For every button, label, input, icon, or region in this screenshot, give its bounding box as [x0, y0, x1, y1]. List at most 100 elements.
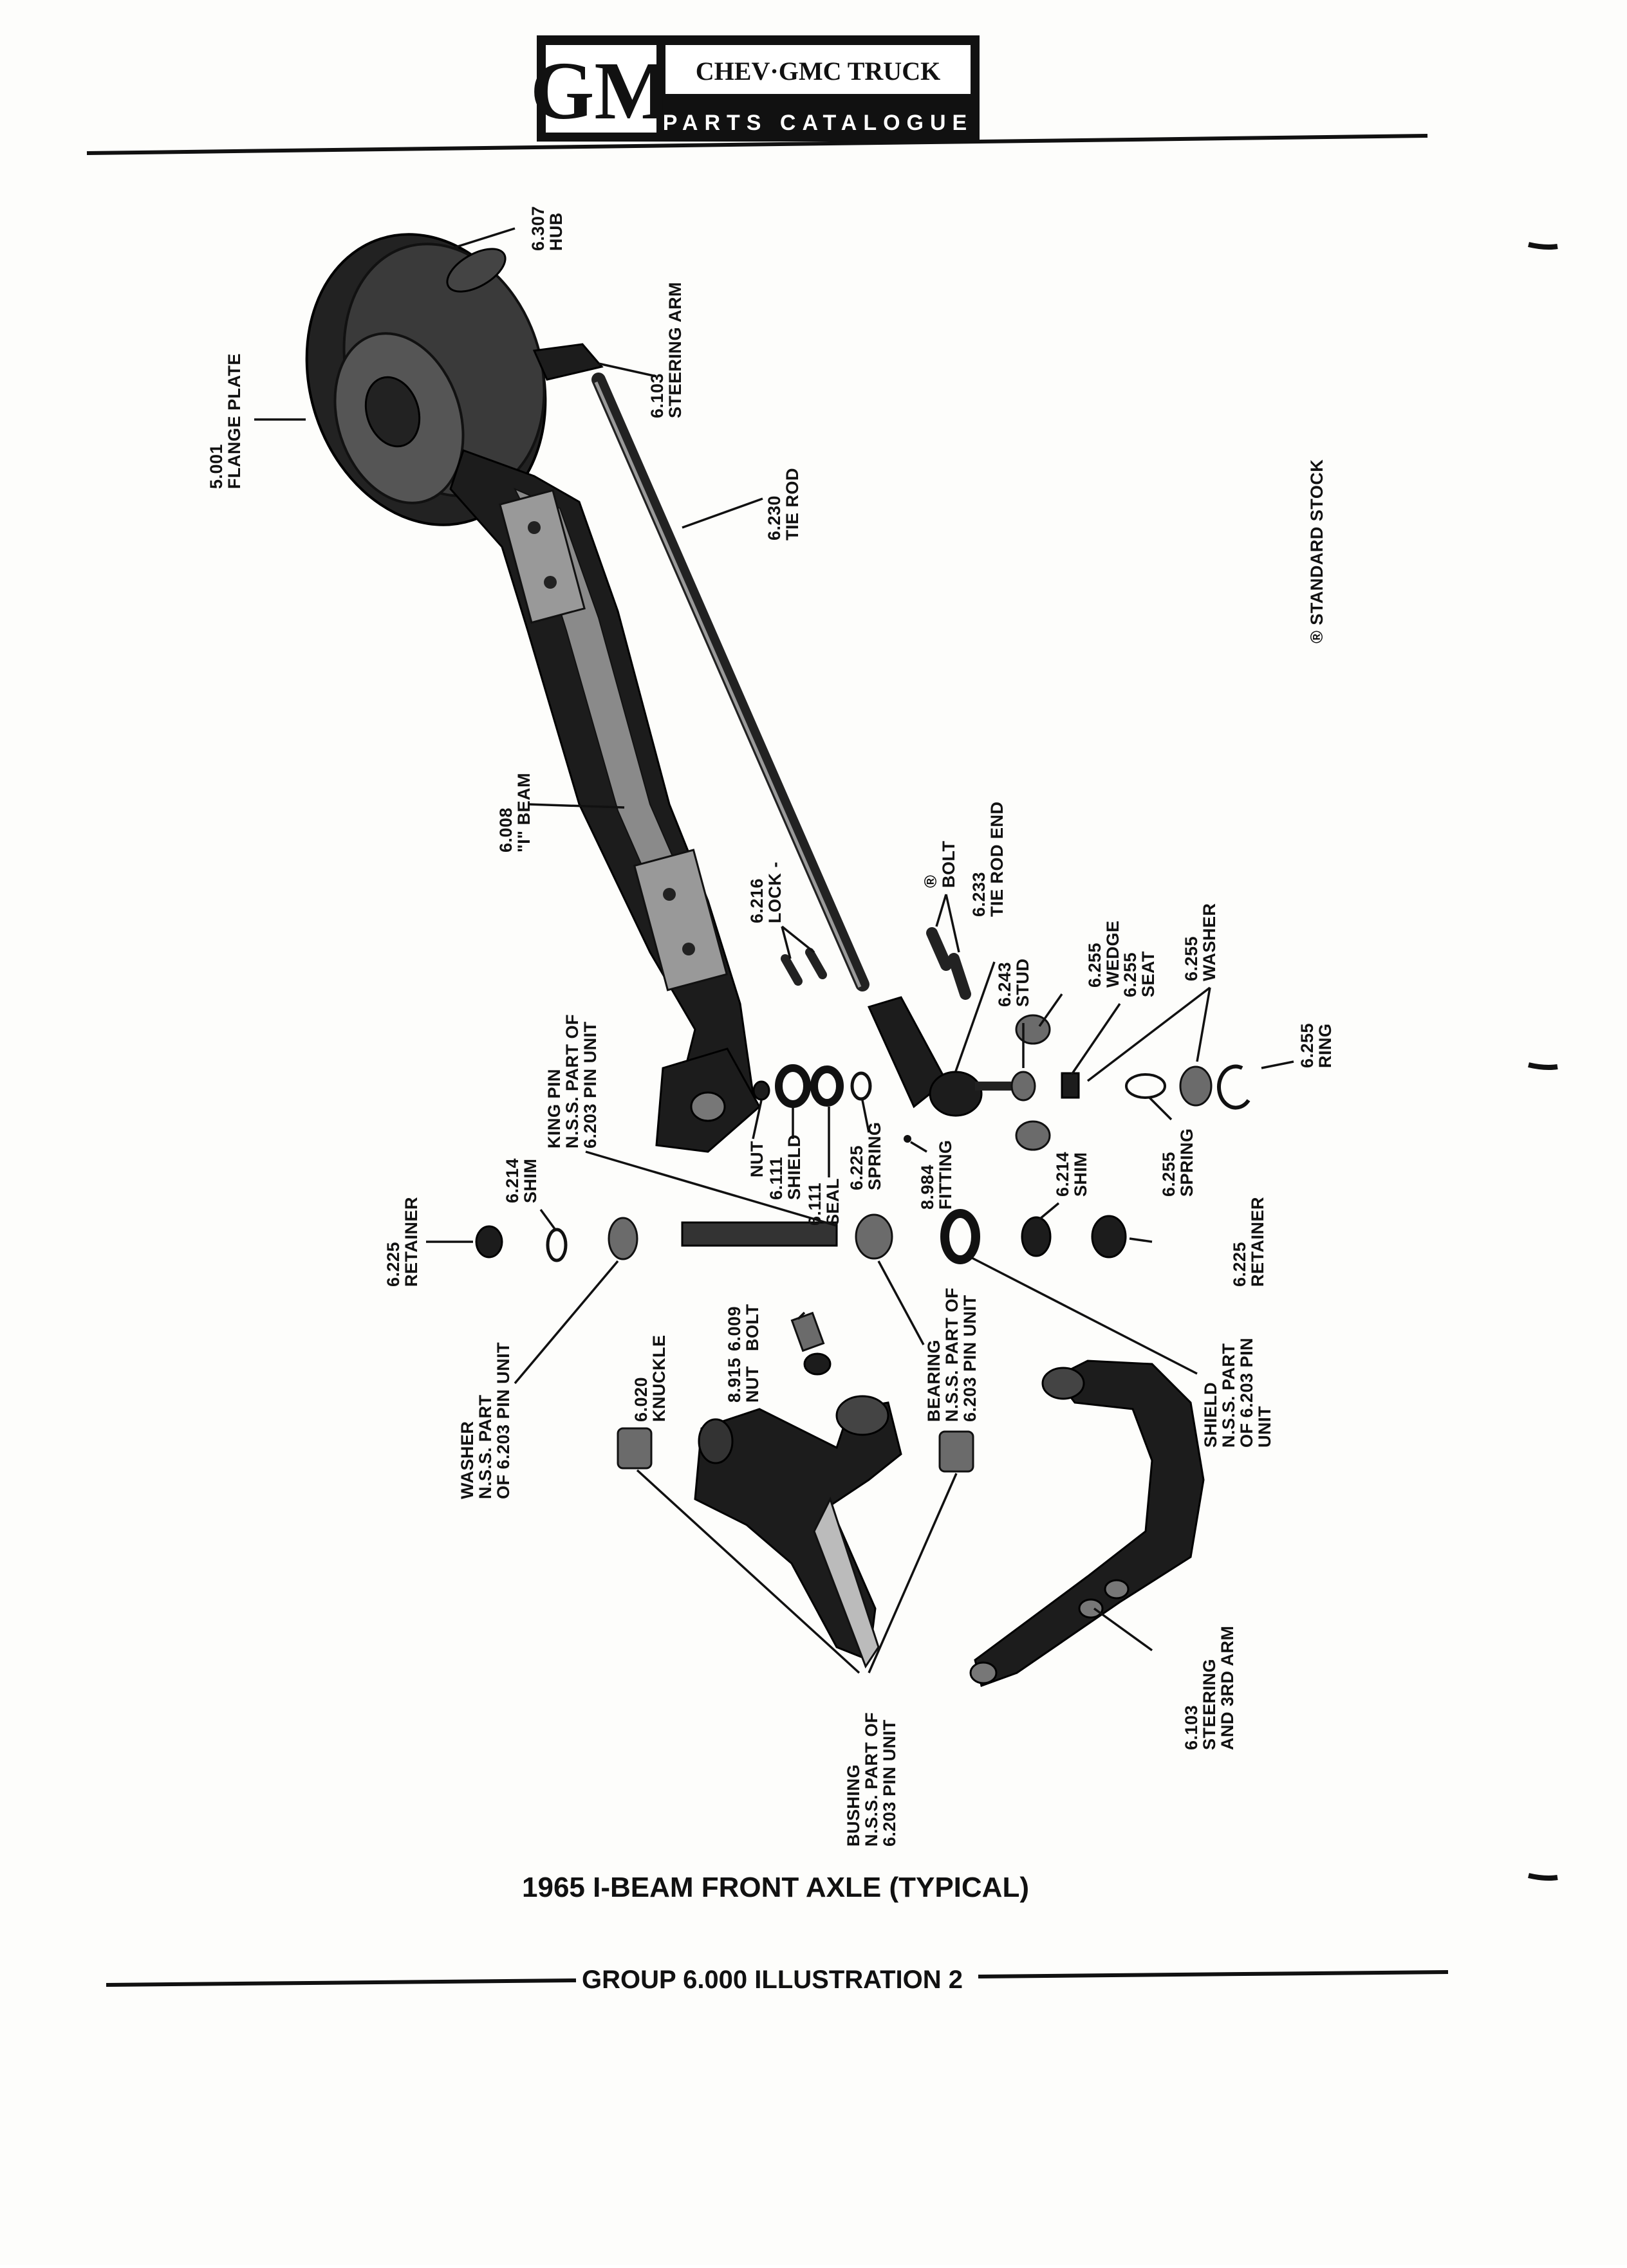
- spring-pad-upper: [499, 489, 586, 624]
- figure-caption: 1965 I-BEAM FRONT AXLE (TYPICAL): [522, 1872, 1029, 1903]
- pad-hole: [544, 576, 557, 589]
- title-box: [665, 45, 971, 94]
- tie-rod-end-socket: [929, 1071, 983, 1117]
- label-flange-plate: 5.001FLANGE PLATE: [207, 353, 244, 489]
- label-stud: 6.243STUD: [995, 959, 1032, 1008]
- margin-mark: [1528, 1062, 1558, 1070]
- king-pin-bore: [690, 1091, 726, 1122]
- header-title: CHEV·GMC TRUCK: [696, 57, 940, 86]
- label-lock: 6.216LOCK -: [747, 862, 785, 923]
- arm-tip: [969, 1661, 998, 1684]
- hub-cap: [446, 248, 507, 293]
- label-bushing: BUSHINGN.S.S. PART OF6.203 PIN UNIT: [844, 1712, 899, 1847]
- lock-pin-1: [781, 954, 803, 986]
- pad-hole: [682, 943, 695, 955]
- gm-header: GM CHEV·GMC TRUCK PARTS CATALOGUE: [530, 35, 980, 142]
- stud-head: [1010, 1071, 1036, 1102]
- middle-row-parts: [475, 1209, 1127, 1264]
- margin-mark: [1528, 1873, 1558, 1881]
- header-subtitle: PARTS CATALOGUE: [663, 111, 973, 135]
- i-beam-axle: [449, 449, 761, 1153]
- third-arm-end: [1041, 1367, 1085, 1400]
- label-seat: 6.255SEAT: [1120, 951, 1158, 997]
- bushing-left-part: [617, 1427, 653, 1470]
- bushing-right-part: [938, 1430, 974, 1473]
- label-washer-top: 6.255WASHER: [1182, 903, 1219, 981]
- fitting-part: [904, 1135, 911, 1143]
- nut-part: [752, 1080, 770, 1101]
- upper-steering-arm: [532, 343, 604, 381]
- header-rule: [86, 134, 1428, 155]
- knuckle-assembly: [617, 1311, 974, 1669]
- retainer-left-part: [475, 1225, 503, 1258]
- gm-logo: GM: [530, 45, 672, 136]
- label-shim-right: 6.214SHIM: [1053, 1152, 1090, 1197]
- footer-text: GROUP 6.000 ILLUSTRATION 2: [582, 1966, 963, 1994]
- upper-row-parts: [752, 1014, 1250, 1151]
- clamp-bolt-1: [926, 927, 952, 971]
- nut-915-part: [803, 1352, 832, 1376]
- pad-hole: [528, 521, 541, 534]
- hub-center: [364, 376, 421, 448]
- label-bearing: BEARINGN.S.S. PART OF6.203 PIN UNIT: [924, 1287, 980, 1422]
- label-i-beam: 6.008"I" BEAM: [496, 773, 534, 853]
- seat-part: [1061, 1072, 1080, 1099]
- king-pin-part: [681, 1221, 838, 1247]
- washer-part: [1179, 1065, 1213, 1107]
- label-knuckle: 6.020KNUCKLE: [631, 1335, 669, 1423]
- label-hub: 6.307HUB: [528, 206, 566, 251]
- label-tie-rod-end: 6.233TIE ROD END: [969, 801, 1007, 917]
- label-shield-pin: SHIELDN.S.S. PARTOF 6.203 PINUNIT: [1201, 1338, 1274, 1448]
- part-labels: 6.307HUB 6.103STEERING ARM 5.001FLANGE P…: [207, 206, 1335, 1847]
- knuckle-upper-eye: [835, 1395, 889, 1436]
- clamp-bolt-2: [948, 953, 971, 1000]
- label-spring-225: 6.225SPRING: [847, 1121, 884, 1190]
- label-nut-top: NUT: [747, 1141, 767, 1177]
- label-ring: 6.255RING: [1297, 1023, 1335, 1068]
- footer-rule-right: [978, 1970, 1449, 1978]
- shield-ring: [775, 1064, 811, 1108]
- label-steering-arm: 6.103STEERING ARM: [647, 282, 685, 418]
- third-arm: [969, 1360, 1205, 1687]
- label-spring-255: 6.255SPRING: [1159, 1128, 1196, 1197]
- bearing-part: [855, 1213, 893, 1260]
- third-arm-part: [974, 1360, 1205, 1687]
- tie-rod-assembly: [532, 343, 983, 1117]
- label-fitting: 8.984FITTING: [918, 1140, 955, 1210]
- label-king-pin: KING PINN.S.S. PART OF6.203 PIN UNIT: [544, 1014, 600, 1148]
- retainer-right-part: [1091, 1215, 1127, 1258]
- label-bolt-top: ®BOLT: [921, 841, 958, 888]
- wedge-part-lower: [1015, 1120, 1051, 1151]
- margin-mark: [1528, 242, 1558, 250]
- lock-pins: [781, 927, 971, 1000]
- label-retainer-left: 6.225RETAINER: [384, 1197, 421, 1287]
- label-third-arm: 6.103STEERINGAND 3RD ARM: [1182, 1626, 1237, 1751]
- seal-ring: [810, 1065, 844, 1107]
- label-retainer-right: 6.225RETAINER: [1230, 1197, 1267, 1287]
- washer-pin-part: [608, 1217, 638, 1260]
- lock-pin-2: [805, 948, 827, 979]
- spring-coil-part: [850, 1071, 872, 1101]
- arm-hole: [1104, 1579, 1130, 1600]
- logo-box: [546, 45, 656, 133]
- shim-left-part: [546, 1228, 568, 1262]
- label-shield-111: 6.111SHIELD: [767, 1134, 804, 1200]
- pad-hole: [663, 888, 676, 901]
- footer-rule-left: [106, 1978, 577, 1987]
- label-wedge: 6.255WEDGE: [1085, 920, 1122, 988]
- ring-part: [1217, 1064, 1250, 1110]
- label-nut-915: 8.915NUT: [725, 1358, 762, 1403]
- spring-255-part: [1125, 1073, 1166, 1099]
- spindle: [813, 1497, 880, 1669]
- knuckle-lower-eye: [698, 1418, 734, 1464]
- i-beam-body: [449, 449, 754, 1134]
- shim-right-part: [1021, 1216, 1052, 1257]
- tie-rod-bar: [591, 373, 869, 991]
- shield-pin-part: [940, 1209, 980, 1264]
- leader-lines: [254, 227, 1294, 1674]
- label-tie-rod: 6.230TIE ROD: [765, 468, 802, 540]
- spring-pad-lower: [633, 849, 729, 991]
- tie-rod-highlight: [594, 382, 862, 988]
